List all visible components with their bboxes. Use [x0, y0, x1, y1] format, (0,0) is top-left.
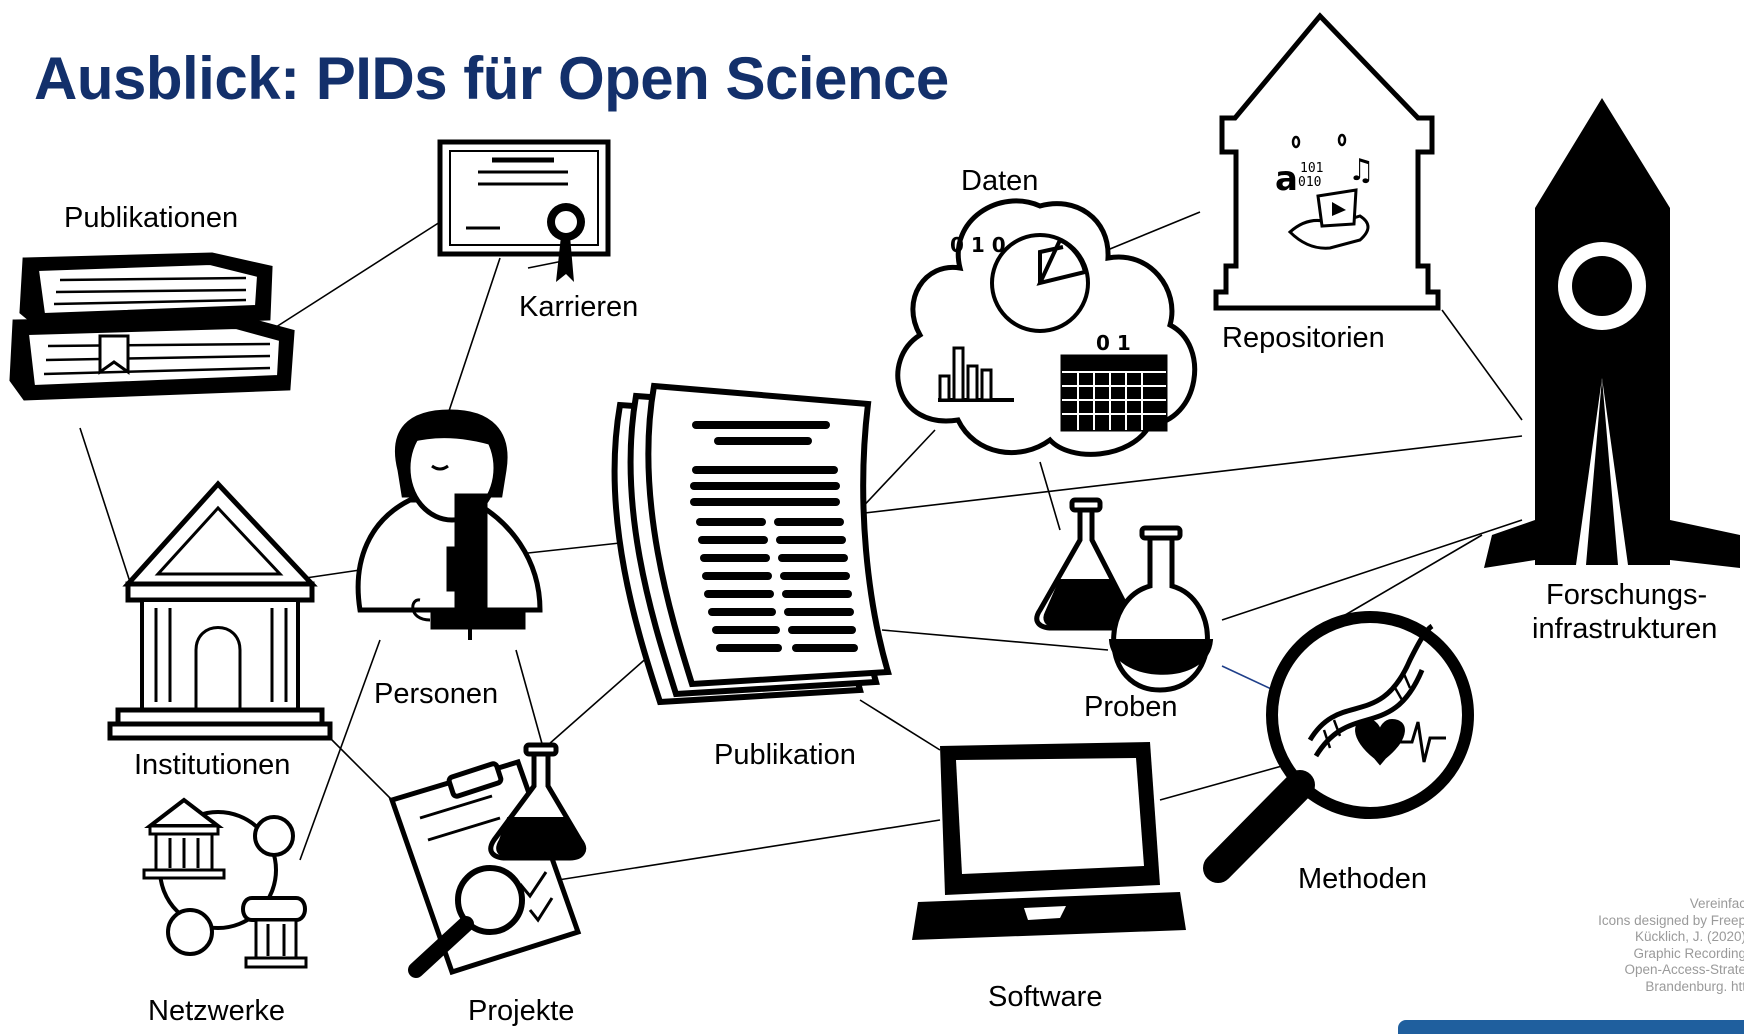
connection-line: [1441, 309, 1523, 421]
footer-bar: [1398, 1020, 1744, 1034]
label-forschungsinfrastrukturen-line2: infrastrukturen: [1532, 613, 1718, 645]
network-icon: [142, 797, 308, 969]
label-forschungsinfrastrukturen-line1: Forschungs-: [1546, 579, 1708, 611]
clipboard-flask-icon: [388, 742, 587, 978]
label-personen: Personen: [374, 678, 499, 710]
credit-line: Brandenburg. htt: [1645, 978, 1744, 994]
connection-line: [299, 639, 381, 861]
credit-line: Kücklich, J. (2020): [1634, 929, 1744, 944]
label-karrieren: Karrieren: [519, 291, 639, 323]
svg-text:0 1: 0 1: [1096, 331, 1131, 355]
label-proben: Proben: [1084, 691, 1178, 723]
connection-line: [527, 542, 621, 554]
scientist-microscope-icon: [355, 409, 543, 640]
svg-text:0 1 0: 0 1 0: [950, 233, 1006, 257]
svg-text:101: 101: [1300, 161, 1323, 176]
credit-line: Graphic Recording: [1633, 945, 1744, 961]
connection-line: [881, 629, 1109, 651]
svg-text:a: a: [1275, 159, 1298, 199]
connection-line: [79, 427, 131, 583]
connection-line: [1339, 534, 1483, 619]
connection-line: [1221, 519, 1523, 621]
label-publikation: Publikation: [714, 739, 856, 771]
image-credits: Vereinfac Icons designed by Freep Kückli…: [1506, 896, 1744, 995]
paper-document-icon: [611, 382, 892, 706]
credit-line: Open-Access-Strate: [1624, 962, 1744, 977]
label-daten: Daten: [961, 165, 1039, 197]
connection-line: [855, 435, 1523, 515]
connection-line: [855, 429, 936, 515]
institution-building-icon: [107, 480, 333, 741]
repository-house-icon: a 101 010 ♫: [1213, 12, 1441, 311]
label-projekte: Projekte: [468, 995, 575, 1027]
label-methoden: Methoden: [1298, 863, 1427, 895]
connection-line: [1039, 461, 1061, 531]
label-repositorien: Repositorien: [1222, 322, 1385, 354]
label-software: Software: [988, 981, 1103, 1013]
connection-line: [859, 699, 941, 751]
books-stack-icon: [9, 252, 295, 401]
flasks-icon: [1034, 497, 1214, 693]
connection-line: [539, 654, 651, 753]
svg-text:♫: ♫: [1348, 153, 1375, 188]
connection-line: [447, 257, 501, 415]
credit-line: Vereinfac: [1689, 896, 1744, 911]
label-publikationen: Publikationen: [64, 202, 239, 234]
connection-line: [557, 819, 941, 881]
connection-line: [261, 221, 441, 337]
connection-line: [329, 737, 393, 801]
connection-line: [1159, 765, 1283, 801]
credit-line: Icons designed by Freep: [1598, 912, 1744, 928]
connection-line: [515, 649, 547, 759]
svg-text:010: 010: [1298, 175, 1321, 190]
magnifier-dna-icon: [1203, 611, 1474, 883]
label-netzwerke: Netzwerke: [148, 995, 285, 1027]
label-institutionen: Institutionen: [134, 749, 291, 781]
page-title: Ausblick: PIDs für Open Science: [34, 45, 949, 112]
data-cloud-icon: 0 1 0 0 1: [895, 198, 1198, 457]
connection-lines: [79, 211, 1523, 881]
laptop-icon: [912, 742, 1186, 940]
rocket-icon: [1484, 98, 1740, 568]
certificate-icon: [437, 139, 611, 282]
